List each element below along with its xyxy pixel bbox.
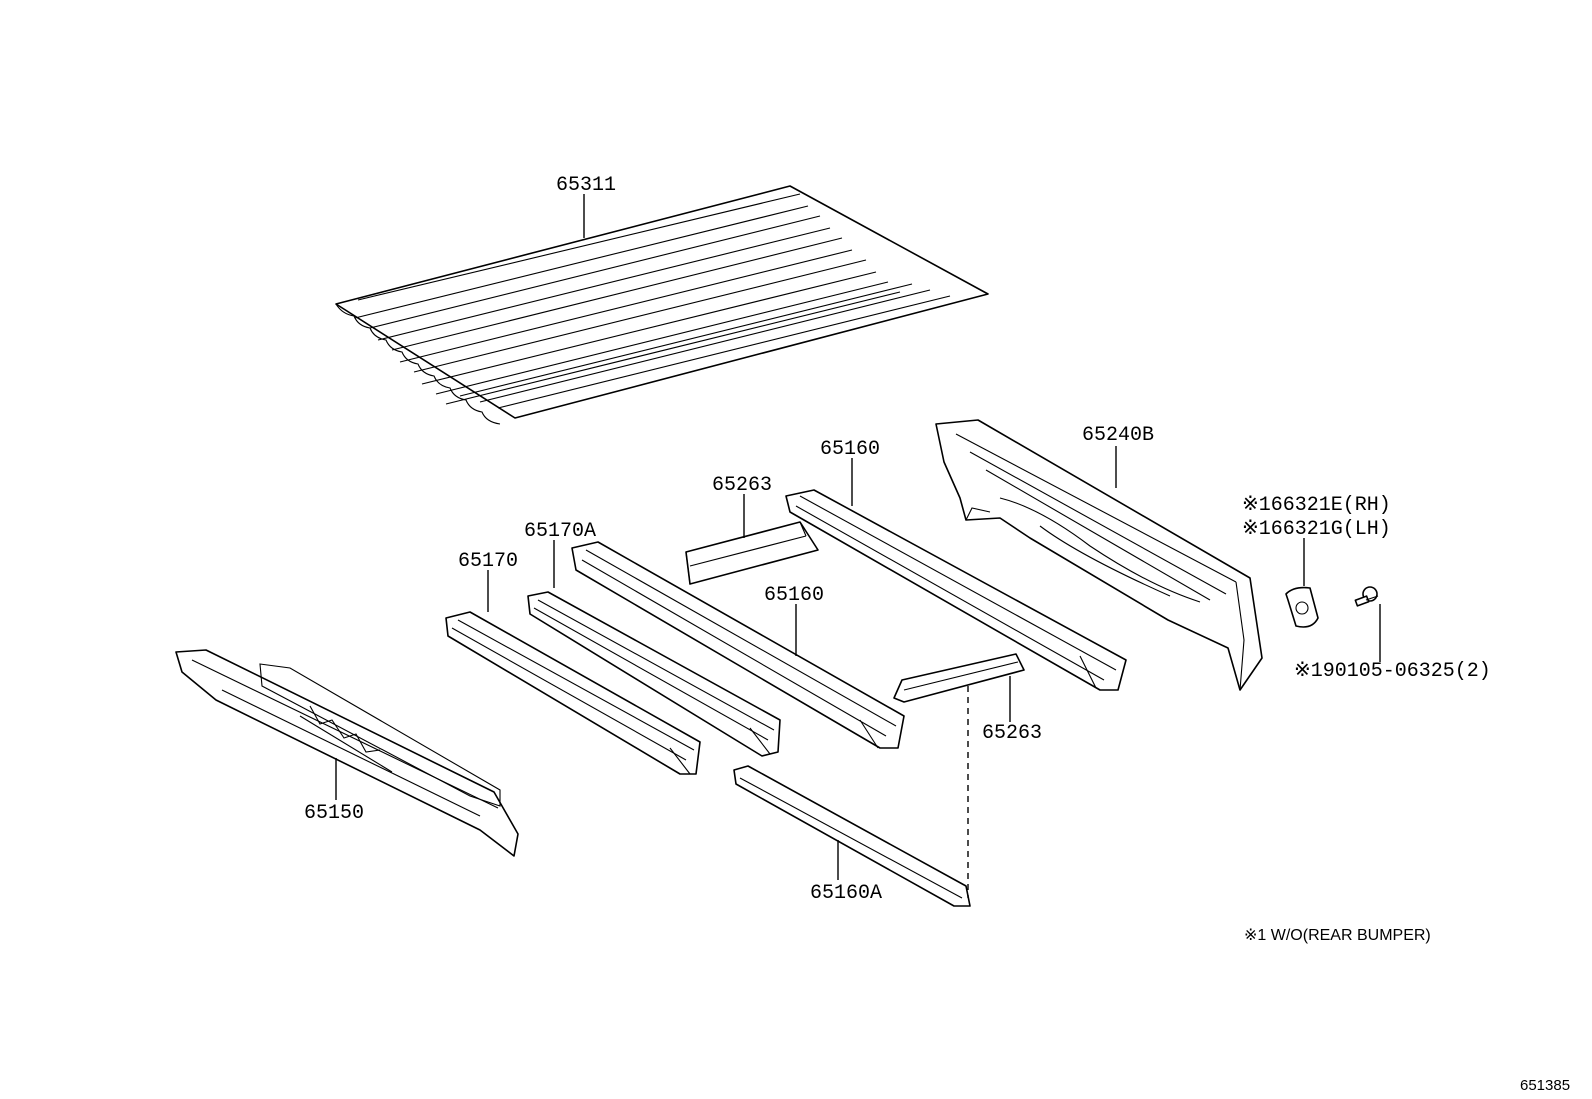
- leader-lines: [335, 194, 1381, 898]
- label-65311: 65311: [556, 174, 616, 197]
- label-65170A: 65170A: [524, 520, 596, 543]
- floor-sill-65170[interactable]: [527, 591, 781, 757]
- label-65150: 65150: [304, 802, 364, 825]
- label-66321E: ※166321E(RH): [1242, 494, 1391, 517]
- label-65170: 65170: [458, 550, 518, 573]
- bracket-65263-lower[interactable]: [893, 653, 1025, 703]
- floor-sill-65170A[interactable]: [571, 541, 905, 749]
- floor-sill-65160-upper[interactable]: [785, 489, 1127, 691]
- footnote: ※1 W/O(REAR BUMPER): [1244, 927, 1431, 944]
- floor-rail-65160A[interactable]: [733, 765, 971, 907]
- label-65263-lower: 65263: [982, 722, 1042, 745]
- bed-floor-panel-65311[interactable]: [335, 185, 989, 425]
- rear-cross-member-65240B[interactable]: [935, 419, 1263, 691]
- floor-sill-65160-lower[interactable]: [445, 611, 701, 775]
- label-65240B: 65240B: [1082, 424, 1154, 447]
- bracket-65263-upper[interactable]: [685, 521, 819, 585]
- label-65160A: 65160A: [810, 882, 882, 905]
- label-65160-lower: 65160: [764, 584, 824, 607]
- label-65263-upper: 65263: [712, 474, 772, 497]
- label-65160-upper: 65160: [820, 438, 880, 461]
- label-66321G: ※166321G(LH): [1242, 518, 1391, 541]
- front-cross-member-65150[interactable]: [175, 649, 519, 857]
- bolt-90105[interactable]: [1354, 586, 1379, 607]
- bumper-pad-66321[interactable]: [1285, 586, 1319, 628]
- diagram-reference-number: 651385: [1520, 1077, 1570, 1094]
- label-90105: ※190105-06325(2): [1294, 660, 1491, 683]
